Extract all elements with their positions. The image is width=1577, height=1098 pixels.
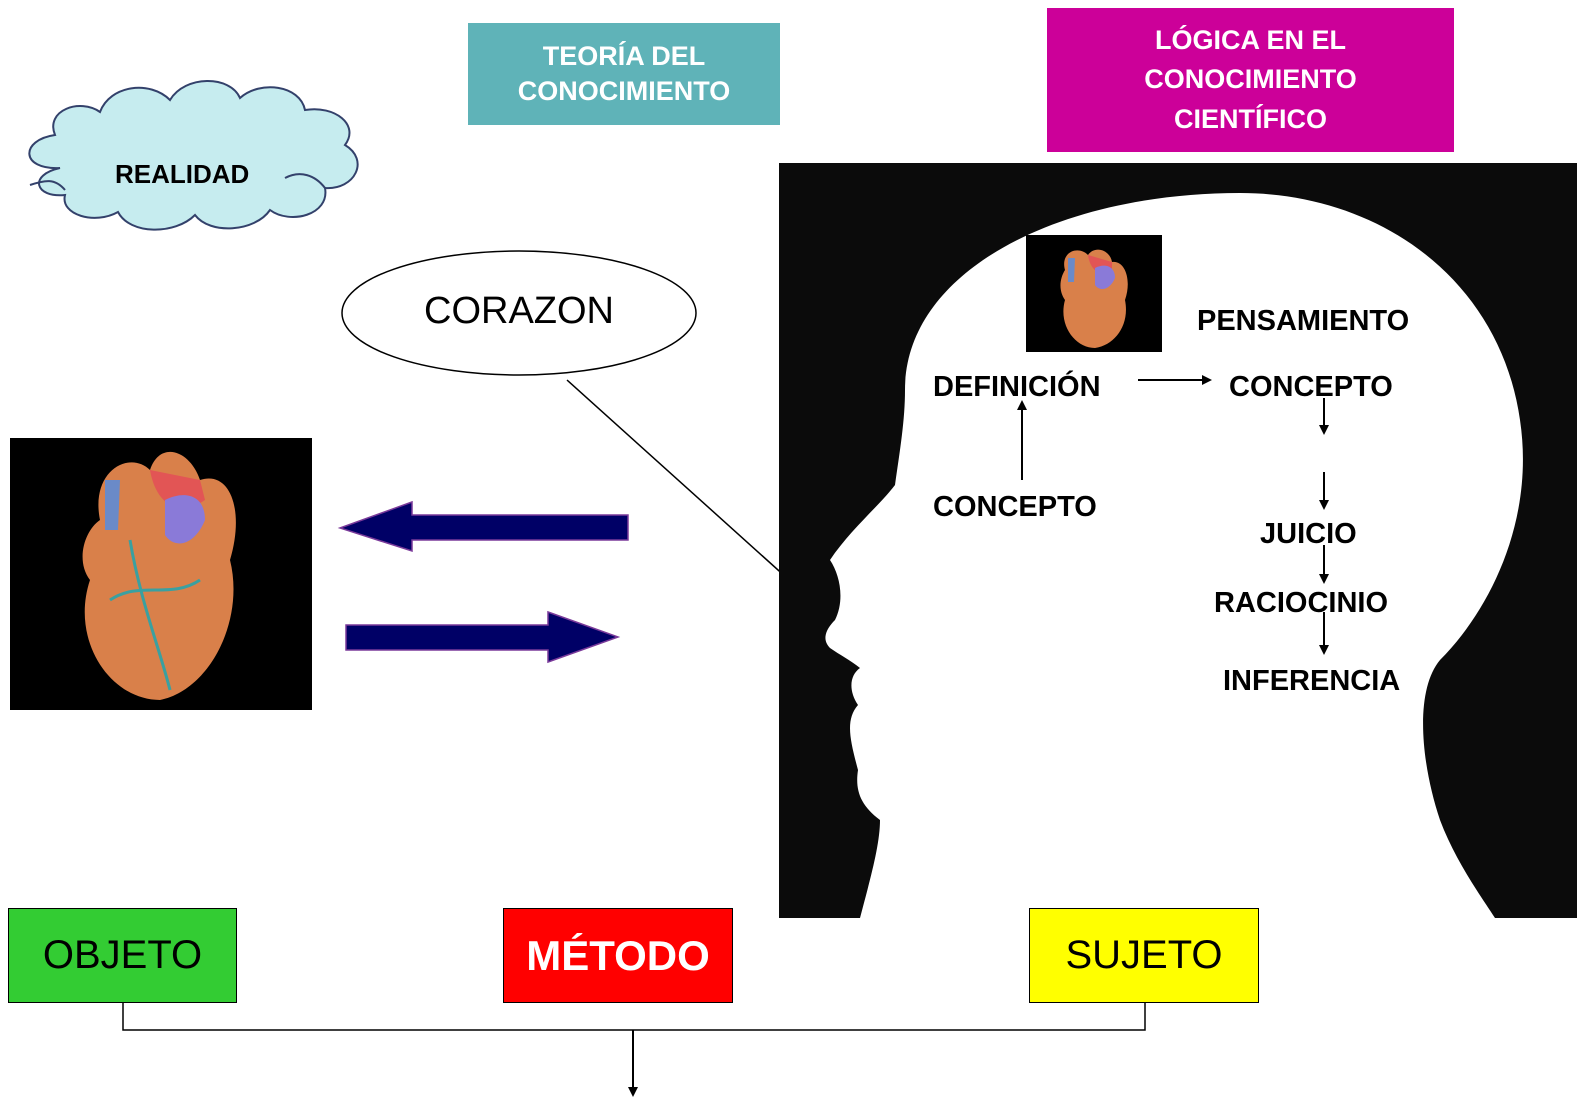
sujeto-box: SUJETO	[1029, 908, 1259, 1003]
logica-title-text: LÓGICA EN EL CONOCIMIENTO CIENTÍFICO	[1144, 25, 1357, 134]
objeto-label: OBJETO	[42, 933, 203, 977]
realidad-cloud-shape	[28, 80, 359, 231]
metodo-label: MÉTODO	[526, 931, 710, 979]
arrow-left-icon	[337, 500, 629, 553]
bottom-bracket	[122, 1003, 1146, 1031]
head-silhouette	[779, 163, 1577, 918]
teoria-title-box: TEORÍA DEL CONOCIMIENTO	[468, 23, 780, 125]
logica-title-box: LÓGICA EN EL CONOCIMIENTO CIENTÍFICO	[1047, 8, 1454, 152]
heart-image-small	[1026, 235, 1162, 352]
metodo-box: MÉTODO	[503, 908, 733, 1003]
juicio-label: JUICIO	[1260, 518, 1357, 550]
realidad-label: REALIDAD	[115, 159, 250, 189]
concepto-top-label: CONCEPTO	[1229, 371, 1393, 403]
corazon-label: CORAZON	[424, 290, 614, 332]
objeto-box: OBJETO	[8, 908, 237, 1003]
sujeto-label: SUJETO	[1065, 933, 1223, 977]
arrow-right-icon	[345, 610, 621, 664]
corazon-ellipse	[341, 250, 697, 376]
pensamiento-label: PENSAMIENTO	[1197, 305, 1410, 337]
inferencia-label: INFERENCIA	[1223, 665, 1401, 697]
definicion-label: DEFINICIÓN	[933, 371, 1101, 403]
heart-image-left	[10, 438, 312, 710]
concepto-left-label: CONCEPTO	[933, 491, 1097, 523]
teoria-title-text: TEORÍA DEL CONOCIMIENTO	[517, 40, 731, 106]
raciocinio-label: RACIOCINIO	[1214, 587, 1388, 619]
